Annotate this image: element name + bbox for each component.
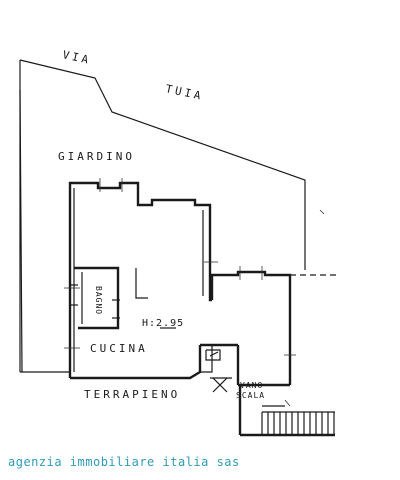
ceiling-height-label: H:2.95 — [142, 318, 184, 329]
stair-landing — [200, 345, 335, 437]
kitchen-label: CUCINA — [90, 342, 148, 355]
garden-dashed-line — [290, 209, 340, 276]
street-label-tuia: TUIA — [164, 82, 204, 103]
property-boundary — [19, 59, 306, 373]
bathroom-walls — [70, 266, 120, 330]
opening-marks — [64, 178, 296, 356]
bathroom-label: BAGNO — [94, 286, 103, 315]
stair-label-vano: VANO — [240, 381, 263, 390]
embankment-label: TERRAPIENO — [84, 388, 180, 401]
agency-watermark: agenzia immobiliare italia sas — [8, 455, 240, 469]
garden-label: GIARDINO — [58, 150, 135, 163]
stair-label-scala: SCALA — [236, 391, 265, 400]
street-label-via: VIA — [61, 48, 92, 67]
interior-partition — [135, 268, 176, 329]
house-walls — [68, 181, 292, 387]
